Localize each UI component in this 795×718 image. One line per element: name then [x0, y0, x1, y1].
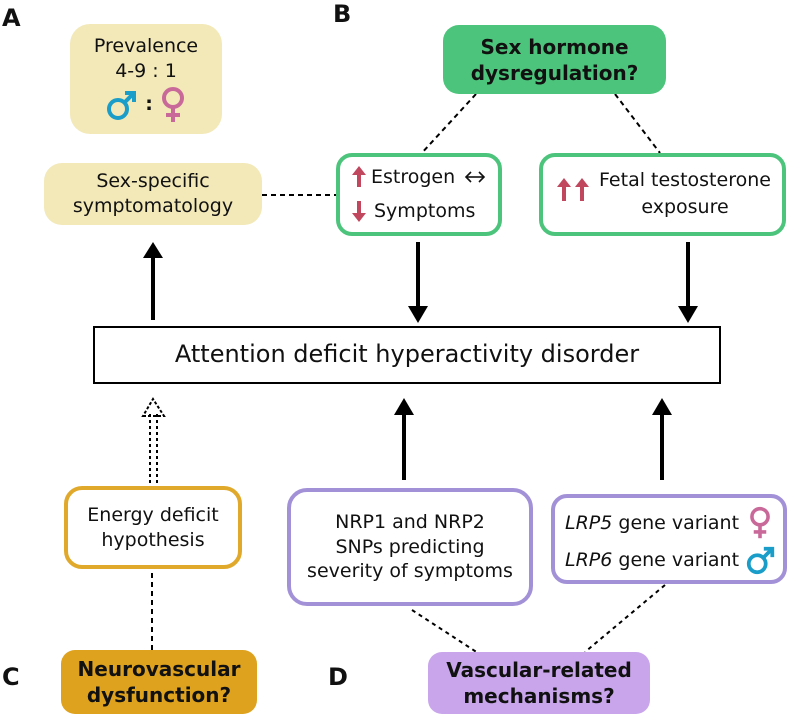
- up-arrow-icon: [352, 166, 366, 187]
- adhd-label: Attention deficit hyperactivity disorder: [174, 340, 640, 369]
- arrow-fetal-to-adhd: [678, 242, 698, 323]
- panel-label-d: D: [328, 663, 348, 691]
- link-hormone-estrogen: [419, 93, 477, 156]
- fetal-line2: exposure: [641, 195, 729, 218]
- estrogen-label: Estrogen: [371, 166, 456, 188]
- male-symbol-icon: [107, 90, 137, 120]
- sex-hormone-line1: Sex hormone: [480, 34, 629, 59]
- arrow-nrp-to-adhd: [394, 398, 414, 480]
- panel-label-a: A: [2, 4, 21, 32]
- link-nrp-vascular: [411, 609, 479, 654]
- fetal-line1: Fetal testosterone: [599, 169, 771, 191]
- fetal-testosterone-box: Fetal testosterone exposure: [539, 153, 786, 236]
- male-symbol-icon: [746, 546, 775, 575]
- symptoms-label: Symptoms: [374, 200, 476, 222]
- down-arrow-icon: [352, 201, 366, 222]
- panel-label-c: C: [2, 663, 20, 691]
- neuro-line1: Neurovascular: [77, 657, 241, 681]
- female-symbol-icon: [750, 506, 770, 539]
- sex-hormone-dysregulation-box: Sex hormone dysregulation?: [443, 25, 666, 94]
- energy-line1: Energy deficit: [87, 503, 219, 526]
- neuro-line2: dysfunction?: [86, 683, 232, 707]
- energy-line2: hypothesis: [101, 528, 205, 551]
- arrow-energy-to-adhd-dashed: [141, 397, 166, 483]
- prevalence-ratio: 4-9 : 1: [115, 60, 177, 82]
- prevalence-box: Prevalence 4-9 : 1 :: [70, 24, 222, 134]
- lrp-gene-variant-box: LRP5 gene variant LRP6 gene variant: [551, 494, 787, 584]
- sex-specific-line2: symptomatology: [72, 195, 234, 217]
- estrogen-symptoms-box: Estrogen Symptoms: [336, 153, 502, 236]
- arrow-estrogen-to-adhd: [408, 242, 428, 323]
- vascular-mechanisms-box: Vascular-related mechanisms?: [428, 652, 650, 714]
- nrp-snps-box: NRP1 and NRP2 SNPs predicting severity o…: [287, 488, 533, 606]
- lrp6-suffix: gene variant: [612, 549, 740, 571]
- nrp-line1: NRP1 and NRP2: [335, 510, 485, 533]
- female-symbol-icon: [161, 86, 184, 122]
- prevalence-title: Prevalence: [93, 35, 199, 58]
- double-up-arrow-icon: [557, 178, 589, 201]
- arrow-adhd-to-symptomatology: [143, 242, 163, 320]
- panel-label-b: B: [333, 0, 352, 28]
- left-right-arrow-icon: [465, 171, 486, 183]
- adhd-box: Attention deficit hyperactivity disorder: [93, 326, 721, 384]
- lrp5-gene: LRP5: [565, 512, 613, 534]
- vascular-line2: mechanisms?: [463, 684, 615, 708]
- nrp-line2: SNPs predicting: [335, 535, 485, 558]
- neurovascular-dysfunction-box: Neurovascular dysfunction?: [61, 650, 257, 714]
- energy-deficit-box: Energy deficit hypothesis: [64, 486, 242, 569]
- sex-hormone-line2: dysregulation?: [470, 60, 639, 85]
- vascular-line1: Vascular-related: [446, 658, 632, 682]
- prevalence-sep: :: [145, 93, 153, 116]
- sex-specific-line1: Sex-specific: [96, 170, 210, 193]
- link-lrp-vascular: [584, 584, 666, 653]
- lrp6-gene: LRP6: [565, 549, 613, 571]
- sex-specific-symptomatology-box: Sex-specific symptomatology: [44, 163, 262, 225]
- link-hormone-fetal: [614, 93, 661, 154]
- arrow-lrp-to-adhd: [652, 398, 672, 480]
- nrp-line3: severity of symptoms: [307, 560, 513, 583]
- lrp5-suffix: gene variant: [612, 512, 740, 534]
